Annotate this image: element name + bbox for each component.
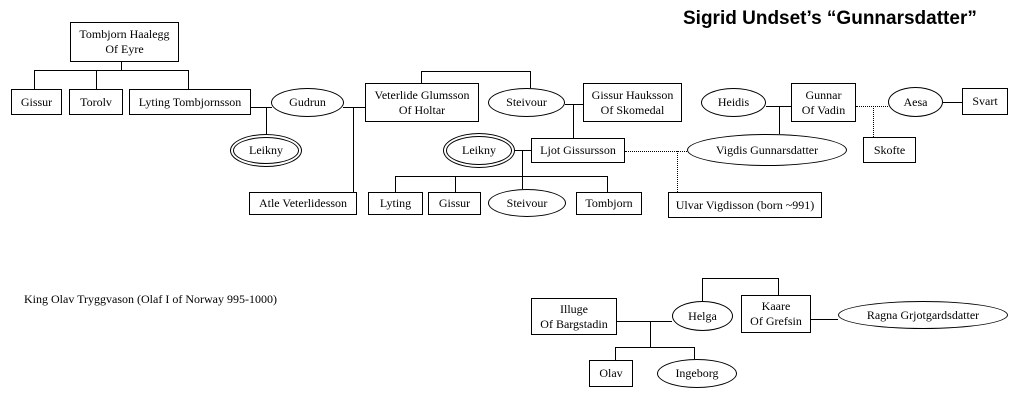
connector-marriage-gudrun-veterlide	[343, 107, 365, 108]
connector-illuge-children-bar	[615, 347, 694, 348]
connector-bracket-veterlide-left	[421, 71, 422, 83]
node-gissur-hauksson-of-skomedal: Gissur Hauksson Of Skomedal	[583, 83, 682, 122]
node-veterlide-glumsson-of-holtar: Veterlide Glumsson Of Holtar	[365, 83, 479, 122]
connector-dotted-skofte-drop	[873, 106, 874, 137]
connector-marriage-heidis-gunnar	[766, 106, 791, 107]
connector-illuge-children-stem	[650, 321, 651, 347]
connector-ljot-children-bar	[395, 176, 607, 177]
connector-olav-drop	[615, 347, 616, 360]
connector-dotted-ulvar-drop	[677, 151, 678, 192]
node-skofte: Skofte	[863, 137, 916, 163]
node-helga: Helga	[672, 301, 733, 331]
node-ingeborg: Ingeborg	[657, 359, 737, 388]
connector-bracket-helga-kaare	[702, 278, 778, 279]
node-gissur-sr: Gissur	[11, 89, 62, 115]
connector-marriage-aesa-svart	[943, 102, 962, 103]
node-tombjorn-jr: Tombjorn	[576, 192, 642, 215]
connector-bracket-helga-left	[702, 278, 703, 301]
node-leikny-1: Leikny	[230, 134, 302, 167]
node-lyting-tombjornsson: Lyting Tombjornsson	[129, 89, 251, 115]
connector-bracket-kaare-right	[778, 278, 779, 295]
king-olav-note: King Olav Tryggvason (Olaf I of Norway 9…	[24, 292, 277, 306]
connector-tombjorn-jr-drop	[607, 176, 608, 192]
node-steivour-1: Steivour	[488, 88, 565, 117]
node-illuge-of-bargstadin: Illuge Of Bargstadin	[531, 298, 617, 335]
connector-eyre-children-bar	[34, 70, 189, 71]
node-vigdis-gunnarsdatter: Vigdis Gunnarsdatter	[687, 134, 847, 166]
connector-lyting-drop	[188, 70, 189, 89]
connector-dotted-ljot-vigdis	[625, 151, 687, 152]
node-ulvar-vigdisson: Ulvar Vigdisson (born ~991)	[668, 192, 822, 218]
connector-marriage-illuge-helga	[617, 321, 672, 322]
connector-atle-drop	[353, 107, 354, 192]
node-steivour-2: Steivour	[488, 189, 566, 217]
connector-dotted-gunnar-aesa	[856, 106, 888, 107]
node-gunnar-of-vadin: Gunnar Of Vadin	[791, 83, 856, 122]
connector-gissur-jr-drop	[455, 176, 456, 192]
connector-marriage-lyting-gudrun	[251, 107, 272, 108]
node-aesa: Aesa	[888, 87, 943, 117]
node-kaare-of-grefsin: Kaare Of Grefsin	[741, 295, 811, 333]
node-leikny-2: Leikny	[443, 133, 515, 168]
node-tombjorn-haalegg-of-eyre: Tombjorn Haalegg Of Eyre	[70, 22, 179, 62]
connector-gissur-sr-drop	[34, 70, 35, 89]
node-atle-veterlidesson: Atle Veterlidesson	[249, 192, 357, 215]
node-heidis: Heidis	[701, 88, 766, 117]
diagram-title: Sigrid Undset’s “Gunnarsdatter”	[683, 8, 977, 29]
connector-ljot-drop	[573, 104, 574, 138]
node-olav: Olav	[589, 360, 633, 387]
node-gissur-jr: Gissur	[428, 192, 481, 215]
connector-leikny1-drop	[266, 107, 267, 134]
connector-lyting-jr-drop	[395, 176, 396, 192]
connector-torolv-drop	[96, 70, 97, 89]
connector-bracket-steivour-right	[530, 71, 531, 88]
connector-eyre-stem	[121, 62, 122, 70]
node-svart: Svart	[962, 88, 1008, 115]
node-ljot-gissursson: Ljot Gissursson	[531, 138, 625, 163]
connector-marriage-kaare-ragna	[811, 319, 838, 320]
connector-bracket-veterlide-steivour	[421, 71, 530, 72]
node-torolv: Torolv	[69, 89, 123, 115]
connector-steivour-2-drop	[522, 176, 523, 189]
connector-marriage-steivour-gissurh	[565, 104, 583, 105]
connector-vigdis-drop	[779, 106, 780, 134]
node-gudrun: Gudrun	[271, 88, 344, 117]
connector-marriage-leikny-ljot	[515, 150, 531, 151]
connector-ljot-children-stem	[522, 150, 523, 176]
node-ragna-grjotgardsdatter: Ragna Grjotgardsdatter	[838, 301, 1008, 329]
node-lyting-jr: Lyting	[368, 192, 423, 215]
connector-ingeborg-drop	[694, 347, 695, 359]
